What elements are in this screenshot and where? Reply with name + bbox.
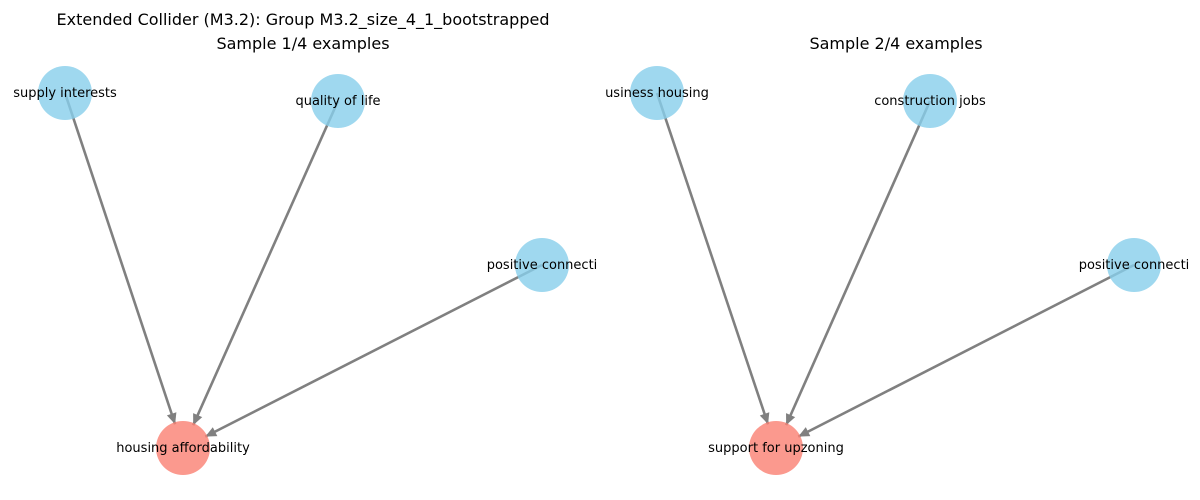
node-positive-connecti-circle <box>1107 238 1161 292</box>
panel-1-title-line2: Sample 1/4 examples <box>216 34 389 53</box>
panel-1-title-line1: Extended Collider (M3.2): Group M3.2_siz… <box>57 10 550 30</box>
edge-p1-n3-to-p1-t <box>204 263 543 438</box>
node-support-for-upzoning-circle <box>749 421 803 475</box>
panel-2-edges <box>655 92 1135 438</box>
node-quality-of-life-label: quality of life <box>295 94 380 109</box>
edge-p1-n1-to-p1-t <box>63 92 177 425</box>
node-support-for-upzoning-label: support for upzoning <box>708 441 844 456</box>
arrowhead-p2-n1-to-p2-t <box>759 412 770 425</box>
arrowhead-p1-n3-to-p1-t <box>205 427 218 437</box>
arrowhead-p2-n2-to-p2-t <box>786 413 796 426</box>
panel-2-nodes: usiness housing construction jobs positive… <box>605 66 1189 475</box>
panel-1-nodes: supply interests quality of life positive … <box>13 66 597 475</box>
node-supply-interests-circle <box>38 66 92 120</box>
node-housing-affordability-circle <box>156 421 210 475</box>
node-supply-interests-label: supply interests <box>13 86 117 101</box>
node-quality-of-life-circle <box>311 74 365 128</box>
edge-p2-n2-to-p2-t <box>784 100 932 426</box>
panel-2-title-line2: Sample 2/4 examples <box>809 34 982 53</box>
node-housing-affordability-label: housing affordability <box>116 441 250 456</box>
arrowhead-p1-n2-to-p1-t <box>193 413 203 426</box>
panel-1-edges <box>63 92 543 438</box>
arrowhead-p1-n1-to-p1-t <box>166 412 177 425</box>
node-positive-connecti-circle <box>515 238 569 292</box>
panel-sample-2: Sample 2/4 examples usiness housing const… <box>605 34 1189 475</box>
node-usiness-housing-circle <box>630 66 684 120</box>
edge-p2-n1-to-p2-t <box>655 92 770 425</box>
panel-sample-1: Extended Collider (M3.2): Group M3.2_siz… <box>13 10 597 475</box>
node-positive-connecti-label: positive connecti <box>487 258 598 273</box>
node-construction-jobs-circle <box>903 74 957 128</box>
edge-p2-n3-to-p2-t <box>797 263 1135 438</box>
arrowhead-p2-n3-to-p2-t <box>798 427 811 437</box>
edge-p1-n2-to-p1-t <box>192 100 340 426</box>
node-usiness-housing-label: usiness housing <box>605 86 709 101</box>
node-positive-connecti-label: positive connecti <box>1079 258 1190 273</box>
node-construction-jobs-label: construction jobs <box>874 94 986 109</box>
